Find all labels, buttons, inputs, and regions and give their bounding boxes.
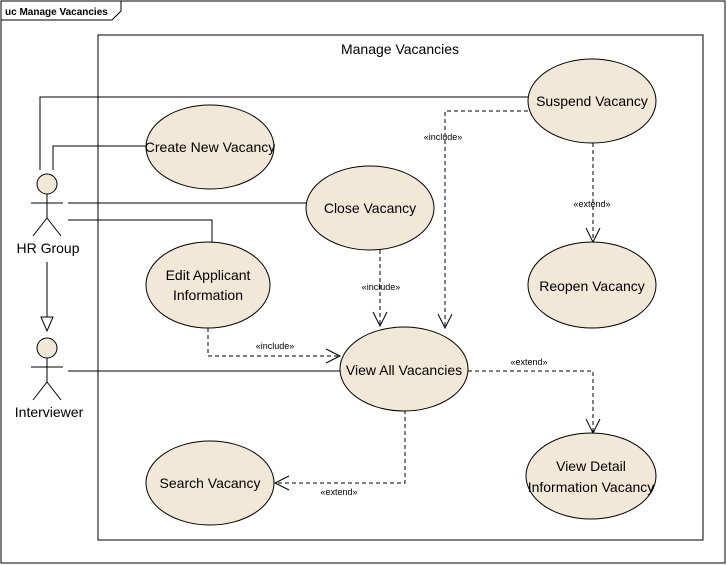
extend-reopen-label: «extend» (573, 199, 610, 209)
svg-text:View Detail: View Detail (556, 458, 626, 474)
include-close-label: «include» (362, 282, 401, 292)
include-edit-viewall (207, 328, 340, 357)
system-boundary-title: Manage Vacancies (341, 41, 459, 57)
extend-viewall-search-label: «extend» (320, 487, 357, 497)
assoc-hr-edit (68, 219, 213, 242)
usecase-view-detail-information-vacancy[interactable]: View Detail Information Vacancy (525, 432, 657, 520)
svg-text:Search Vacancy: Search Vacancy (160, 475, 261, 491)
usecase-edit-applicant-information[interactable]: Edit Applicant Information (145, 241, 271, 329)
actor-head-icon (36, 337, 58, 359)
actor-interviewer[interactable]: Interviewer (15, 337, 84, 420)
system-boundary (97, 34, 704, 541)
usecase-suspend-vacancy[interactable]: Suspend Vacancy (527, 58, 657, 144)
generalization-arrowhead (40, 316, 54, 333)
extend-viewall-search-arrowhead (273, 475, 290, 491)
include-suspend-viewall (444, 110, 528, 328)
frame-title: uc Manage Vacancies (5, 7, 108, 18)
assoc-hr-create (52, 145, 146, 170)
svg-text:Reopen Vacancy: Reopen Vacancy (539, 278, 645, 294)
usecase-view-all-vacancies[interactable]: View All Vacancies (339, 326, 469, 412)
extend-viewdetail-label: «extend» (510, 357, 547, 367)
usecase-create-new-vacancy[interactable]: Create New Vacancy (145, 104, 275, 190)
actor-hr-group-label: HR Group (16, 240, 79, 256)
actor-interviewer-label: Interviewer (15, 404, 84, 420)
svg-text:View All Vacancies: View All Vacancies (346, 362, 462, 378)
include-suspend-arrowhead (437, 313, 453, 330)
include-edit-arrowhead (325, 348, 342, 364)
usecase-close-vacancy[interactable]: Close Vacancy (305, 165, 435, 251)
include-suspend-label: «include» (424, 132, 463, 142)
svg-text:Suspend Vacancy: Suspend Vacancy (536, 93, 648, 109)
svg-text:Information: Information (173, 287, 243, 303)
usecase-search-vacancy[interactable]: Search Vacancy (145, 440, 275, 526)
svg-text:Information Vacancy: Information Vacancy (528, 479, 655, 495)
include-close-arrowhead (372, 311, 388, 328)
svg-text:Create New Vacancy: Create New Vacancy (145, 139, 275, 155)
actor-hr-group[interactable]: HR Group (16, 173, 80, 256)
assoc-hr-suspend (39, 96, 528, 170)
frame-tab (1, 1, 122, 21)
extend-viewdetail-viewall (468, 370, 594, 433)
actor-head-icon (36, 173, 58, 195)
svg-text:Edit Applicant: Edit Applicant (166, 267, 251, 283)
usecase-reopen-vacancy[interactable]: Reopen Vacancy (527, 241, 657, 329)
include-edit-label: «include» (256, 341, 295, 351)
svg-text:Close Vacancy: Close Vacancy (324, 200, 416, 216)
extend-viewall-search (275, 410, 406, 484)
